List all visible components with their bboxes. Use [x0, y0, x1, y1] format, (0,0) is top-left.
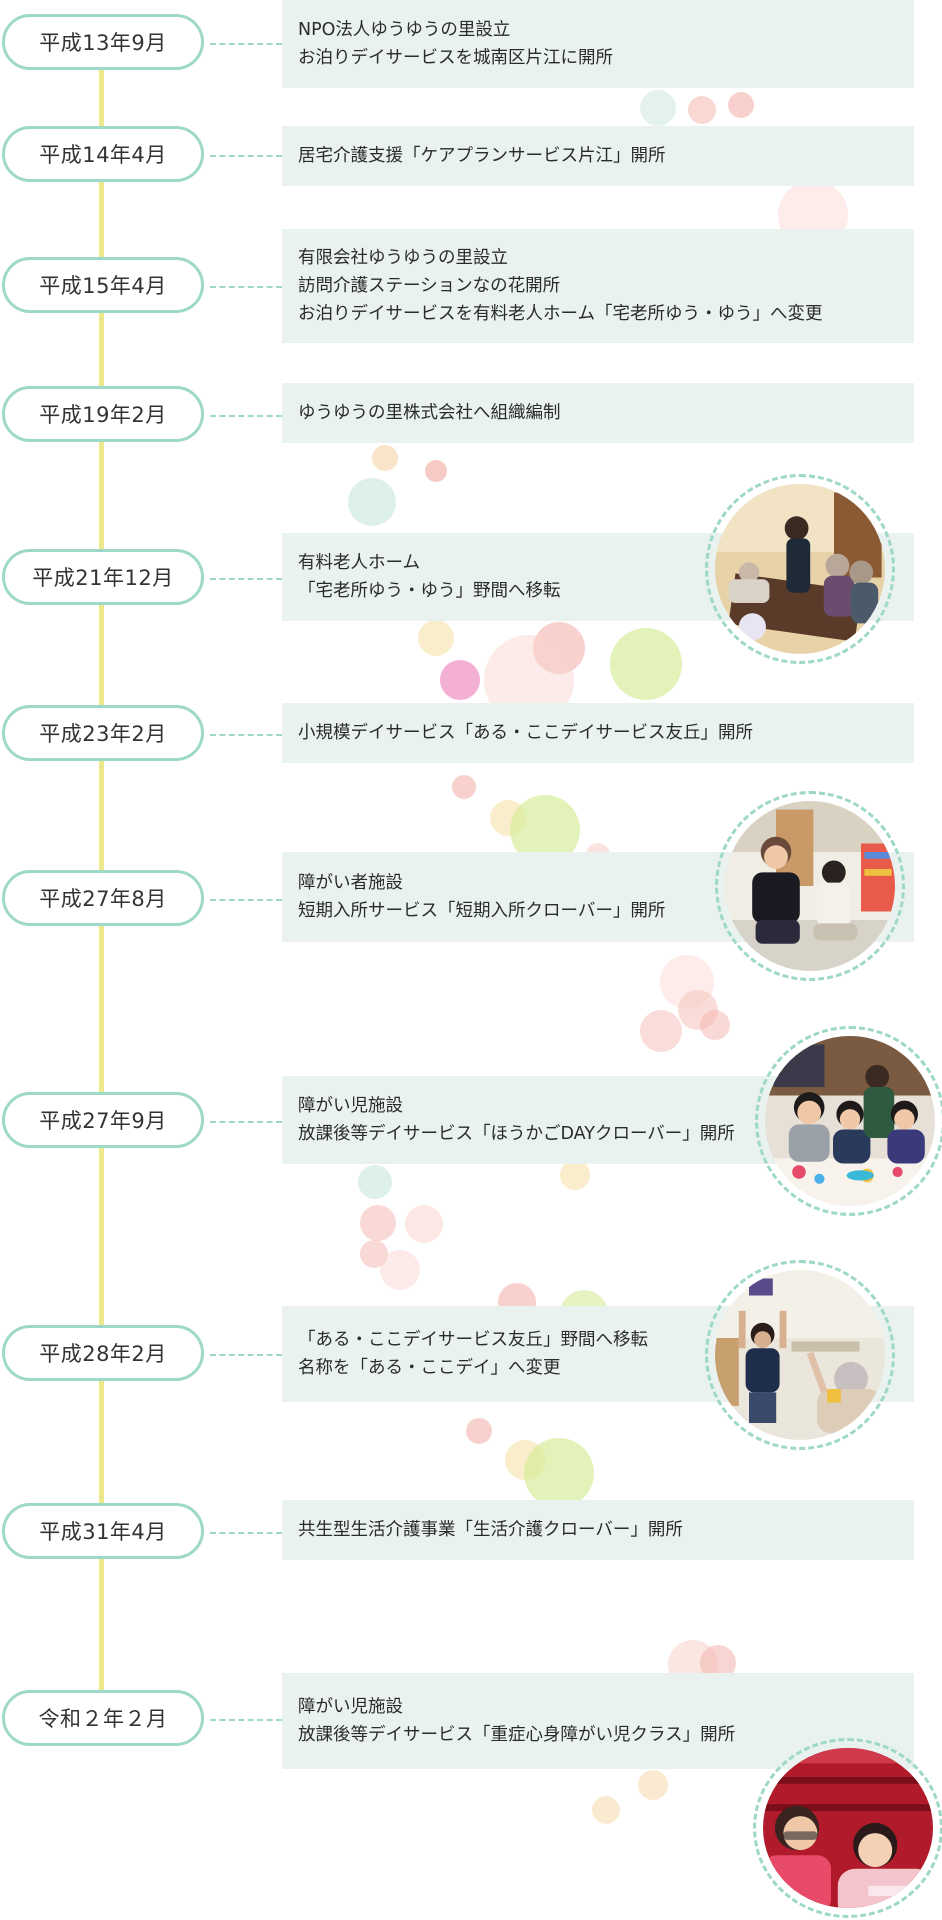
short-stay-photo-icon — [725, 801, 895, 971]
connector-line — [210, 1719, 282, 1721]
event-line: 有料老人ホーム — [298, 553, 420, 573]
event-box: 小規模デイサービス「ある・ここデイサービス友丘」開所 — [282, 703, 914, 763]
photo-child-class — [753, 1738, 942, 1918]
date-pill: 令和２年２月 — [2, 1690, 204, 1746]
event-line: 障がい者施設 — [298, 873, 403, 893]
connector-line — [210, 1532, 282, 1534]
event-line: 居宅介護支援「ケアプランサービス片江」開所 — [298, 146, 666, 166]
date-pill: 平成27年9月 — [2, 1092, 204, 1148]
child-class-photo-icon — [763, 1748, 933, 1908]
event-line: 短期入所サービス「短期入所クローバー」開所 — [298, 901, 666, 921]
connector-line — [210, 1354, 282, 1356]
date-pill: 平成27年8月 — [2, 870, 204, 926]
photo-short-stay — [715, 791, 905, 981]
connector-line — [210, 415, 282, 417]
event-line: 訪問介護ステーションなの花開所 — [298, 276, 561, 296]
date-pill: 平成28年2月 — [2, 1325, 204, 1381]
event-line: NPO法人ゆうゆうの里設立 — [298, 20, 511, 40]
photo-children-activity — [755, 1026, 942, 1216]
date-pill: 平成19年2月 — [2, 386, 204, 442]
connector-line — [210, 155, 282, 157]
connector-line — [210, 578, 282, 580]
date-pill: 平成15年4月 — [2, 257, 204, 313]
event-line: 小規模デイサービス「ある・ここデイサービス友丘」開所 — [298, 723, 753, 743]
care-home-photo-icon — [715, 484, 885, 654]
connector-line — [210, 734, 282, 736]
event-line: 障がい児施設 — [298, 1697, 403, 1717]
event-line: 放課後等デイサービス「重症心身障がい児クラス」開所 — [298, 1725, 736, 1745]
event-box: NPO法人ゆうゆうの里設立 お泊りデイサービスを城南区片江に開所 — [282, 0, 914, 88]
exercise-photo-icon — [715, 1270, 885, 1440]
event-line: ゆうゆうの里株式会社へ組織編制 — [298, 403, 561, 423]
event-box: 有限会社ゆうゆうの里設立 訪問介護ステーションなの花開所 お泊りデイサービスを有… — [282, 229, 914, 343]
event-line: お泊りデイサービスを有料老人ホーム「宅老所ゆう・ゆう」へ変更 — [298, 304, 823, 324]
photo-elderly-care — [705, 474, 895, 664]
event-line: 有限会社ゆうゆうの里設立 — [298, 248, 508, 268]
connector-line — [210, 43, 282, 45]
date-pill: 平成13年9月 — [2, 14, 204, 70]
event-line: 名称を「ある・ここデイ」へ変更 — [298, 1358, 561, 1378]
event-box: ゆうゆうの里株式会社へ組織編制 — [282, 383, 914, 443]
connector-line — [210, 1121, 282, 1123]
date-pill: 平成21年12月 — [2, 549, 204, 605]
event-line: 「ある・ここデイサービス友丘」野間へ移転 — [298, 1330, 648, 1350]
event-box: 共生型生活介護事業「生活介護クローバー」開所 — [282, 1500, 914, 1560]
date-pill: 平成23年2月 — [2, 705, 204, 761]
date-pill: 平成14年4月 — [2, 126, 204, 182]
connector-line — [210, 286, 282, 288]
event-line: 障がい児施設 — [298, 1096, 403, 1116]
event-line: 共生型生活介護事業「生活介護クローバー」開所 — [298, 1520, 683, 1540]
children-activity-photo-icon — [765, 1036, 935, 1206]
date-pill: 平成31年4月 — [2, 1503, 204, 1559]
event-line: お泊りデイサービスを城南区片江に開所 — [298, 48, 613, 68]
event-line: 「宅老所ゆう・ゆう」野間へ移転 — [298, 581, 561, 601]
connector-line — [210, 899, 282, 901]
event-line: 放課後等デイサービス「ほうかごDAYクローバー」開所 — [298, 1124, 735, 1144]
photo-day-service-exercise — [705, 1260, 895, 1450]
event-box: 居宅介護支援「ケアプランサービス片江」開所 — [282, 126, 914, 186]
